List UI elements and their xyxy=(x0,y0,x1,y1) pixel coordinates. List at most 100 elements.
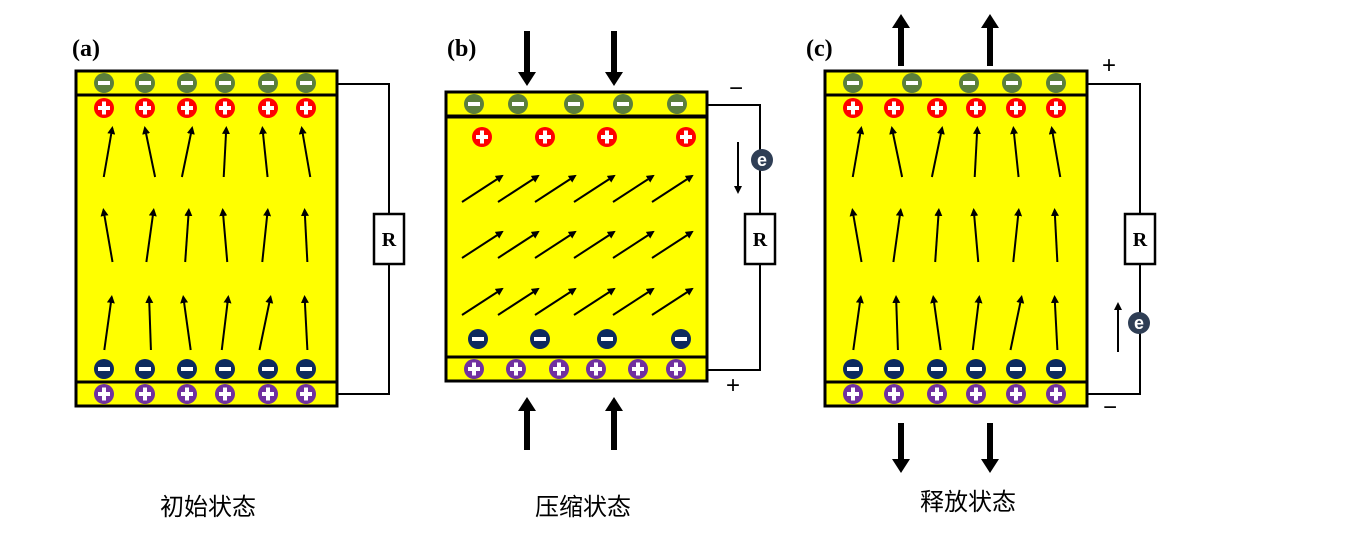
charge-bar-vertical xyxy=(143,101,147,115)
charge-bar-horizontal xyxy=(472,337,484,341)
bound-charge-negative xyxy=(1046,359,1066,379)
dipole-arrow xyxy=(651,230,694,259)
electrode-charge-positive xyxy=(884,384,904,404)
bound-charge-positive xyxy=(94,98,114,118)
bound-charge-positive xyxy=(296,98,316,118)
charge-bar-vertical xyxy=(543,130,547,144)
top-electrode xyxy=(74,69,339,97)
charge-bar-horizontal xyxy=(671,102,683,106)
charge-bar-horizontal xyxy=(534,337,546,341)
dipole-arrow xyxy=(892,208,904,263)
dipole-arrow xyxy=(1050,295,1059,351)
piezo-body xyxy=(444,115,709,359)
charge-bar-horizontal xyxy=(98,81,110,85)
dipole-arrow xyxy=(651,174,694,203)
charge-bar-vertical xyxy=(892,101,896,115)
bound-charge-positive xyxy=(258,98,278,118)
dipole-arrow xyxy=(259,126,269,178)
bound-charge-negative xyxy=(671,329,691,349)
bound-charge-negative xyxy=(177,359,197,379)
electrode-charge-negative xyxy=(667,94,687,114)
electrode-charge-positive xyxy=(549,359,569,379)
charge-bar-horizontal xyxy=(963,81,975,85)
dipole-arrow xyxy=(461,230,504,259)
electrode-charge-positive xyxy=(586,359,606,379)
dipole-arrow xyxy=(261,208,272,263)
electrode-charge-negative xyxy=(296,73,316,93)
electrode-charge-positive xyxy=(258,384,278,404)
force-arrow-shaft xyxy=(524,31,530,72)
force-arrow-head xyxy=(518,72,536,86)
force-arrow-head xyxy=(605,397,623,411)
charge-bar-horizontal xyxy=(512,102,524,106)
bound-charge-negative xyxy=(258,359,278,379)
top-electrode xyxy=(823,69,1089,97)
dipole-arrow xyxy=(612,174,655,203)
dipole-arrow xyxy=(219,208,229,263)
electrode-charge-negative xyxy=(215,73,235,93)
dipole-arrow xyxy=(220,295,232,351)
dipole-arrow xyxy=(534,174,577,203)
bound-charge-positive xyxy=(1006,98,1026,118)
charge-bar-vertical xyxy=(223,101,227,115)
dipole-arrow xyxy=(102,126,116,178)
electrode-charge-positive xyxy=(464,359,484,379)
electrode-charge-negative xyxy=(135,73,155,93)
force-arrow-shaft xyxy=(898,28,904,66)
charge-bar-horizontal xyxy=(98,367,110,371)
resistor xyxy=(743,212,777,266)
dipole-arrow xyxy=(930,126,945,178)
force-arrow-shaft xyxy=(524,411,530,450)
piezo-body xyxy=(823,93,1089,384)
electrode-charge-negative xyxy=(959,73,979,93)
release-arrow-top xyxy=(892,14,910,66)
resistor-label: R xyxy=(1133,229,1148,251)
force-arrow-shaft xyxy=(987,423,993,459)
bound-charge-negative xyxy=(296,359,316,379)
terminal-sign-top: + xyxy=(1102,52,1116,79)
terminal-sign-top: − xyxy=(729,75,743,102)
charge-bar-vertical xyxy=(304,387,308,401)
electrode-charge-positive xyxy=(177,384,197,404)
bound-charge-negative xyxy=(215,359,235,379)
piezo-body xyxy=(74,93,339,384)
bottom-electrode xyxy=(74,380,339,408)
charge-bar-horizontal xyxy=(1010,367,1022,371)
compression-arrow-bottom xyxy=(518,397,536,450)
release-arrow-bottom xyxy=(981,423,999,473)
compression-arrow-top xyxy=(605,31,623,86)
electron-circle xyxy=(1128,312,1150,334)
electrode-charge-negative xyxy=(613,94,633,114)
charge-bar-vertical xyxy=(480,130,484,144)
charge-bar-horizontal xyxy=(262,81,274,85)
dipole-arrow xyxy=(1012,208,1023,263)
panel-caption: 初始状态 xyxy=(160,493,256,521)
panel-caption: 释放状态 xyxy=(920,488,1016,516)
circuit-wire-bottom xyxy=(1087,264,1141,395)
electron-label: e xyxy=(757,150,767,170)
charge-bar-vertical xyxy=(266,387,270,401)
bound-charge-negative xyxy=(94,359,114,379)
circuit-wire-top xyxy=(707,104,761,214)
dipole-arrow xyxy=(180,126,195,178)
panel-label: (b) xyxy=(447,36,476,62)
dipole-arrow xyxy=(852,295,864,351)
charge-bar-horizontal xyxy=(139,81,151,85)
charge-bar-vertical xyxy=(1014,387,1018,401)
dipole-arrow xyxy=(1048,126,1062,178)
charge-bar-vertical xyxy=(1014,101,1018,115)
force-arrow-shaft xyxy=(987,28,993,66)
force-arrow-head xyxy=(981,14,999,28)
bound-charge-positive xyxy=(966,98,986,118)
electrode-charge-positive xyxy=(843,384,863,404)
electron-icon: e xyxy=(1128,312,1150,334)
electrode-charge-positive xyxy=(628,359,648,379)
dipole-arrow xyxy=(300,208,309,263)
resistor-label: R xyxy=(382,229,397,251)
dipole-arrow xyxy=(103,295,115,351)
charge-bar-vertical xyxy=(935,387,939,401)
charge-bar-vertical xyxy=(594,362,598,376)
release-arrow-bottom xyxy=(892,423,910,473)
bound-charge-negative xyxy=(135,359,155,379)
